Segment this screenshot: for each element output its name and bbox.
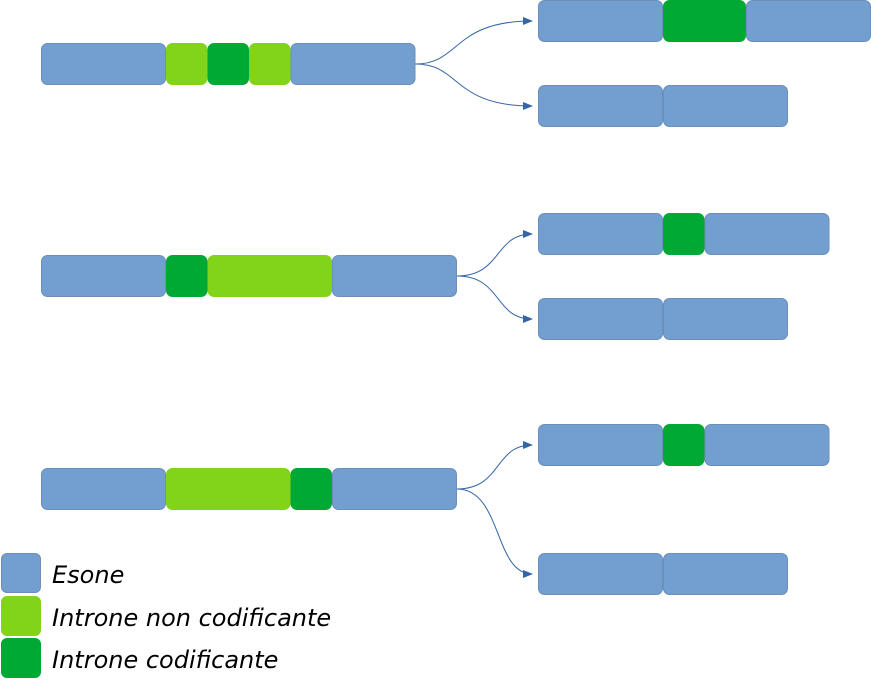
row-1-product-2-row-1-segment-2-exon xyxy=(663,85,788,127)
row-3-product-1-row-3-segment-1-exon xyxy=(538,424,663,466)
row-1-arrow-to-product-1 xyxy=(415,17,533,65)
row-2-source-segment-1-exon xyxy=(41,255,166,297)
row-2-product-1-row-2-segment-1-exon xyxy=(538,213,663,255)
row-3-arrow-to-product-1 xyxy=(456,441,533,490)
legend-swatch-exon xyxy=(1,553,41,593)
row-2-source-segment-2-intron-coding xyxy=(166,255,208,297)
row-1-product-1-row-1-segment-2-intron-coding xyxy=(663,0,746,42)
row-3-source-segment-3-intron-coding xyxy=(290,468,332,510)
row-1-source-segment-1-exon xyxy=(41,43,166,85)
legend-label-exon: Esone xyxy=(52,561,125,589)
legend-swatch-intron-coding xyxy=(1,638,41,678)
row-1-product-1-row-1-segment-1-exon xyxy=(538,0,663,42)
row-2-arrow-to-product-1 xyxy=(456,230,533,277)
row-1-source-segment-4-intron-noncoding xyxy=(249,43,291,85)
row-3-source-segment-2-intron-noncoding xyxy=(166,468,291,510)
row-3-product-1-row-3-segment-3-exon xyxy=(704,424,830,466)
row-1-source-segment-2-intron-noncoding xyxy=(166,43,208,85)
row-2-product-1-row-2-segment-3-exon xyxy=(704,213,830,255)
row-1-product-1-row-1-segment-3-exon xyxy=(746,0,871,42)
row-3-arrow-to-product-2 xyxy=(456,488,533,578)
row-1-source-segment-5-exon xyxy=(290,43,416,85)
legend-label-intron-noncoding: Introne non codificante xyxy=(52,603,332,632)
row-2-product-2-row-2-segment-1-exon xyxy=(538,298,663,340)
legend-label-intron-coding: Introne codificante xyxy=(52,646,279,674)
legend-swatch-intron-noncoding xyxy=(1,595,41,636)
segments-layer xyxy=(41,0,871,595)
row-2-product-1-row-2-segment-2-intron-coding xyxy=(663,213,705,255)
row-3-source-segment-4-exon xyxy=(332,468,457,510)
row-1-source-segment-3-intron-coding xyxy=(207,43,249,85)
row-3-product-1-row-3-segment-2-intron-coding xyxy=(663,424,705,466)
row-1-product-2-row-1-segment-1-exon xyxy=(538,85,663,127)
row-2-source-segment-3-intron-noncoding xyxy=(207,255,332,297)
row-1-arrow-to-product-2 xyxy=(415,63,533,110)
connectors-layer xyxy=(415,17,533,578)
row-3-source-segment-1-exon xyxy=(41,468,166,510)
row-3-product-2-row-3-segment-1-exon xyxy=(538,553,663,595)
row-2-source-segment-4-exon xyxy=(332,255,457,297)
row-2-product-2-row-2-segment-2-exon xyxy=(663,298,788,340)
row-2-arrow-to-product-2 xyxy=(456,275,533,323)
row-3-product-2-row-3-segment-2-exon xyxy=(663,553,788,595)
